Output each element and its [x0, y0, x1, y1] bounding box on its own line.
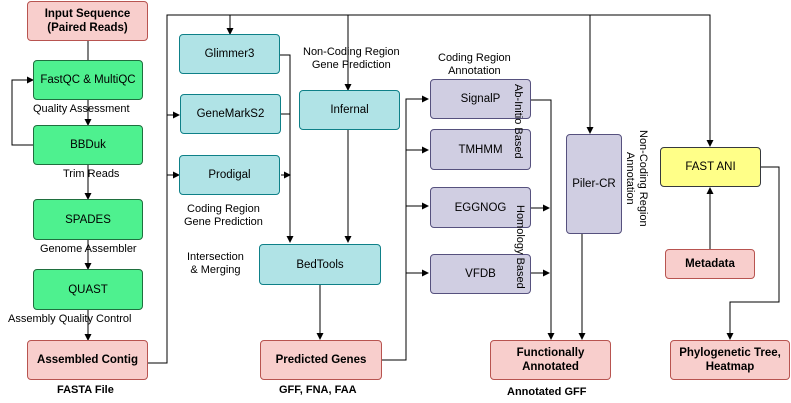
bedtools-node[interactable]: BedTools	[259, 244, 381, 285]
fast-ani-node[interactable]: FAST ANI	[660, 147, 761, 187]
assembly-quality-control-label: Assembly Quality Control	[8, 313, 132, 325]
fastqc-multiqc-node[interactable]: FastQC & MultiQC	[33, 60, 143, 100]
non-coding-gene-prediction-label: Non-Coding Region Gene Prediction	[303, 46, 400, 71]
eggnog-node[interactable]: EGGNOG	[430, 187, 531, 228]
non-coding-region-annotation-label: Non-Coding Region Annotation	[624, 130, 649, 227]
genome-assembler-label: Genome Assembler	[40, 243, 137, 255]
input-sequence-node[interactable]: Input Sequence (Paired Reads)	[27, 1, 148, 41]
trim-reads-label: Trim Reads	[63, 168, 120, 180]
piler-cr-node[interactable]: Piler-CR	[566, 134, 622, 234]
prodigal-node[interactable]: Prodigal	[179, 155, 280, 195]
coding-region-annotation-label: Coding Region Annotation	[438, 52, 511, 77]
vfdb-node[interactable]: VFDB	[430, 254, 531, 294]
gff-fna-faa-label: GFF, FNA, FAA	[279, 384, 357, 396]
quality-assessment-label: Quality Assessment	[33, 103, 130, 115]
quast-node[interactable]: QUAST	[33, 269, 143, 310]
fasta-file-label: FASTA File	[57, 384, 114, 396]
annotated-gff-label: Annotated GFF	[507, 386, 587, 398]
predicted-genes-node[interactable]: Predicted Genes	[260, 340, 382, 380]
bbduk-node[interactable]: BBDuk	[33, 125, 143, 165]
glimmer3-node[interactable]: Glimmer3	[179, 34, 280, 74]
tmhmm-node[interactable]: TMHMM	[430, 129, 531, 170]
ab-initio-based-label: Ab-Initio Based	[512, 84, 524, 159]
assembled-contig-node[interactable]: Assembled Contig	[27, 340, 148, 380]
spades-node[interactable]: SPADES	[33, 199, 143, 240]
coding-region-gene-prediction-label: Coding Region Gene Prediction	[184, 203, 263, 228]
infernal-node[interactable]: Infernal	[299, 90, 400, 130]
metadata-node[interactable]: Metadata	[665, 249, 755, 279]
genemarks2-node[interactable]: GeneMarkS2	[180, 94, 281, 134]
intersection-merging-label: Intersection & Merging	[187, 251, 244, 276]
functionally-annotated-node[interactable]: Functionally Annotated	[490, 340, 611, 380]
phylogenetic-tree-heatmap-node[interactable]: Phylogenetic Tree, Heatmap	[670, 340, 790, 380]
homology-based-label: Homology Based	[514, 205, 526, 289]
signalp-node[interactable]: SignalP	[430, 79, 531, 119]
